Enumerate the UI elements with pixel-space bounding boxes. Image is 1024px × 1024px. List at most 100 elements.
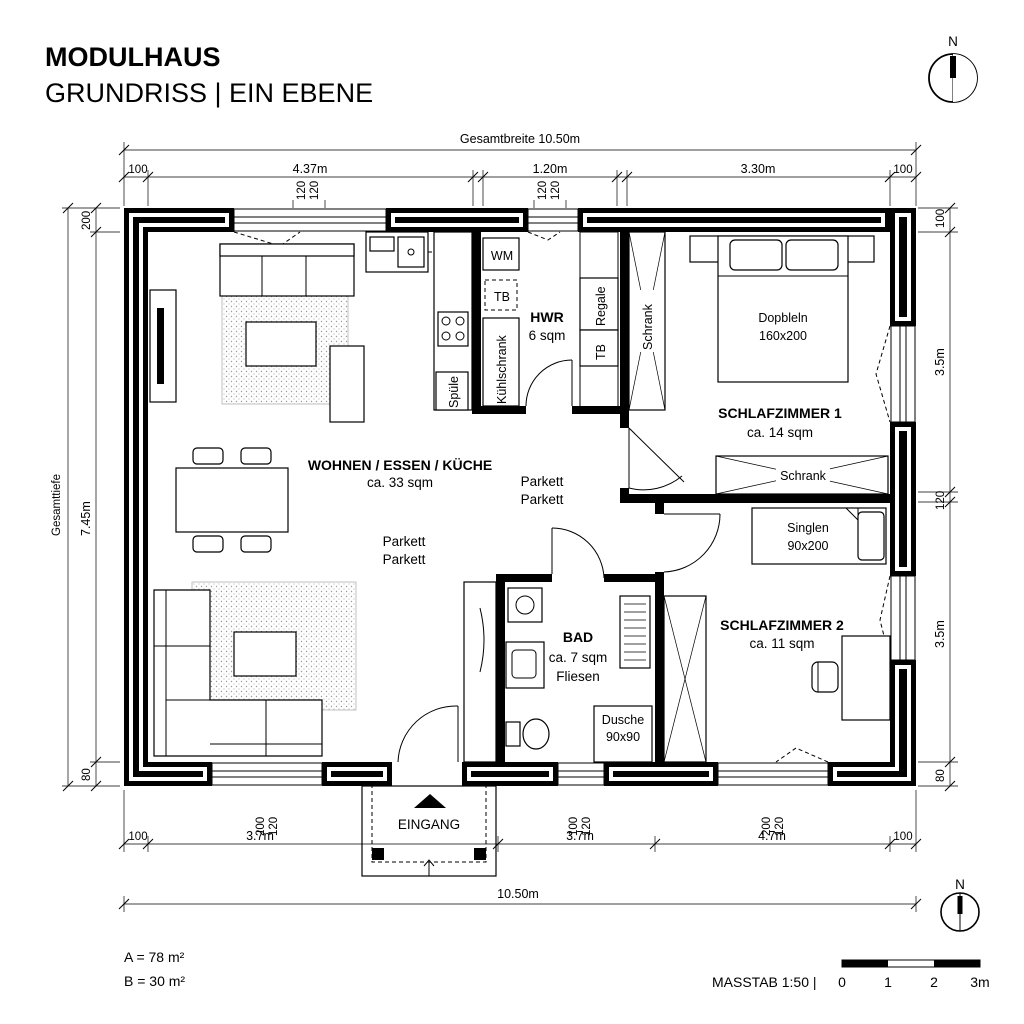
room-hwr-name: HWR — [530, 309, 563, 325]
fixture-tb-shelf: TB — [594, 344, 608, 360]
north-arrow-small-icon: N — [940, 877, 980, 932]
fixture-regale: Regale — [594, 286, 608, 326]
dimension-right-3: 120 — [935, 491, 947, 510]
top-dimension-lines — [118, 142, 922, 208]
north-arrow-icon: N — [928, 34, 978, 103]
entrance-label: EINGANG — [398, 817, 460, 832]
coffee-table-upper — [245, 321, 317, 367]
right-dimension-lines — [918, 202, 958, 792]
fixture-schrank-vertical: Schrank — [641, 303, 655, 350]
fixture-wm: WM — [491, 249, 513, 263]
room-hall-floor-1: Parkett — [521, 474, 564, 489]
dimension-bottom-1: 100 — [128, 831, 147, 843]
dimension-depth-label: Gesamttiefe — [51, 474, 63, 536]
dimension-bottom-window-1b: 120 — [268, 817, 280, 836]
room-bed2-name: SCHLAFZIMMER 2 — [720, 617, 844, 633]
dimension-top-4: 3.30m — [741, 162, 776, 176]
scale-tick-3: 3m — [970, 974, 989, 990]
doors — [397, 359, 721, 763]
scale-bar — [841, 959, 981, 968]
scale-label: MASSTAB 1:50 | — [712, 974, 817, 990]
wardrobe-label-bg — [635, 290, 661, 352]
dimension-top-window-2a: 120 — [537, 181, 549, 200]
dimension-left-top: 200 — [81, 211, 93, 230]
room-living-floor-1: Parkett — [383, 534, 426, 549]
dimension-bottom-2: 3.7m — [246, 829, 274, 843]
fixture-shower-1: Dusche — [602, 713, 644, 727]
dimension-bottom-window-2a: 100 — [568, 817, 580, 836]
fixture-single-bed-2: 90x200 — [787, 539, 828, 553]
dimension-bottom-window-2b: 120 — [581, 817, 593, 836]
desk-bed2 — [811, 635, 891, 721]
fixture-double-bed-2: 160x200 — [759, 329, 807, 343]
dimension-top-2: 4.37m — [293, 162, 328, 176]
dimension-top-window-1b: 120 — [309, 181, 321, 200]
fixture-shower-2: 90x90 — [606, 730, 640, 744]
fixture-tb-hwr: TB — [494, 290, 510, 304]
room-bed2-area: ca. 11 sqm — [749, 636, 814, 651]
wardrobe-bed2 — [663, 595, 707, 763]
fixture-double-bed-1: Dopbleln — [758, 311, 807, 325]
hwr-fixtures — [482, 231, 619, 409]
dimension-bottom-window-3a: 200 — [761, 817, 773, 836]
bath-fixtures — [463, 581, 653, 763]
dimension-top-window-2b: 120 — [550, 181, 562, 200]
dimension-top-5: 100 — [893, 164, 912, 176]
dimension-total-width: Gesamtbreite 10.50m — [460, 132, 580, 146]
fixture-single-bed-1: Singlen — [787, 521, 829, 535]
dimension-total-depth: 7.45m — [79, 501, 93, 536]
windows — [211, 208, 916, 786]
dimension-top-1: 100 — [128, 164, 147, 176]
fixture-kuehlschrank: Kühlschrank — [495, 334, 509, 404]
room-hall-floor-2: Parkett — [521, 492, 564, 507]
plan-subtitle: GRUNDRISS | EIN EBENE — [45, 78, 373, 108]
dimension-right-2: 3.5m — [933, 348, 947, 376]
coffee-table-lower — [233, 631, 297, 677]
dimension-top-window-1a: 120 — [296, 181, 308, 200]
scale-tick-2: 2 — [930, 974, 938, 990]
room-bed1-name: SCHLAFZIMMER 1 — [718, 405, 842, 421]
dimension-bottom-window-3b: 120 — [774, 817, 786, 836]
dimension-bottom-5: 100 — [893, 831, 912, 843]
area-b: B = 30 m² — [124, 973, 185, 989]
room-bath-name: BAD — [563, 629, 593, 645]
room-hwr-area: 6 sqm — [529, 328, 566, 343]
room-bed1-area: ca. 14 sqm — [747, 425, 813, 440]
dimension-bottom-4: 4.7m — [758, 829, 786, 843]
sofa-upper — [219, 243, 355, 297]
dimension-bottom-total: 10.50m — [497, 887, 539, 901]
tv-upper — [149, 289, 177, 403]
dimension-right-4: 3.5m — [933, 620, 947, 648]
dimension-right-5: 80 — [935, 769, 947, 782]
dimension-left-bottom: 80 — [81, 768, 93, 781]
room-living-floor-2: Parkett — [383, 552, 426, 567]
sofa-lower — [153, 589, 323, 757]
north-label-small: N — [955, 877, 965, 892]
dimension-bottom-3: 3.7m — [566, 829, 594, 843]
single-bed — [751, 507, 887, 565]
scale-tick-1: 1 — [884, 974, 892, 990]
interior-walls — [472, 232, 890, 762]
bottom-dimension-lines — [118, 790, 922, 912]
left-dimension-lines — [62, 202, 120, 792]
room-living-name: WOHNEN / ESSEN / KÜCHE — [308, 457, 492, 473]
north-label: N — [948, 34, 958, 49]
dimension-top-3: 1.20m — [533, 162, 568, 176]
wall-core-fill — [133, 217, 907, 777]
scale-tick-0: 0 — [838, 974, 846, 990]
room-living-area: ca. 33 sqm — [367, 475, 433, 490]
dimension-right-1: 100 — [935, 209, 947, 228]
plan-title: MODULHAUS — [45, 42, 221, 72]
entrance-porch — [361, 785, 497, 877]
fixture-schrank-horizontal: Schrank — [780, 469, 827, 483]
dimension-bottom-window-1a: 200 — [255, 817, 267, 836]
room-bath-floor: Fliesen — [556, 669, 600, 684]
room-bath-area: ca. 7 sqm — [549, 650, 608, 665]
dining-table — [175, 447, 289, 553]
area-a: A = 78 m² — [124, 949, 185, 965]
fixture-spuele: Spüle — [447, 376, 461, 408]
armchair-upper — [329, 345, 365, 423]
kitchen-counter — [365, 231, 473, 411]
double-bed — [689, 235, 875, 383]
